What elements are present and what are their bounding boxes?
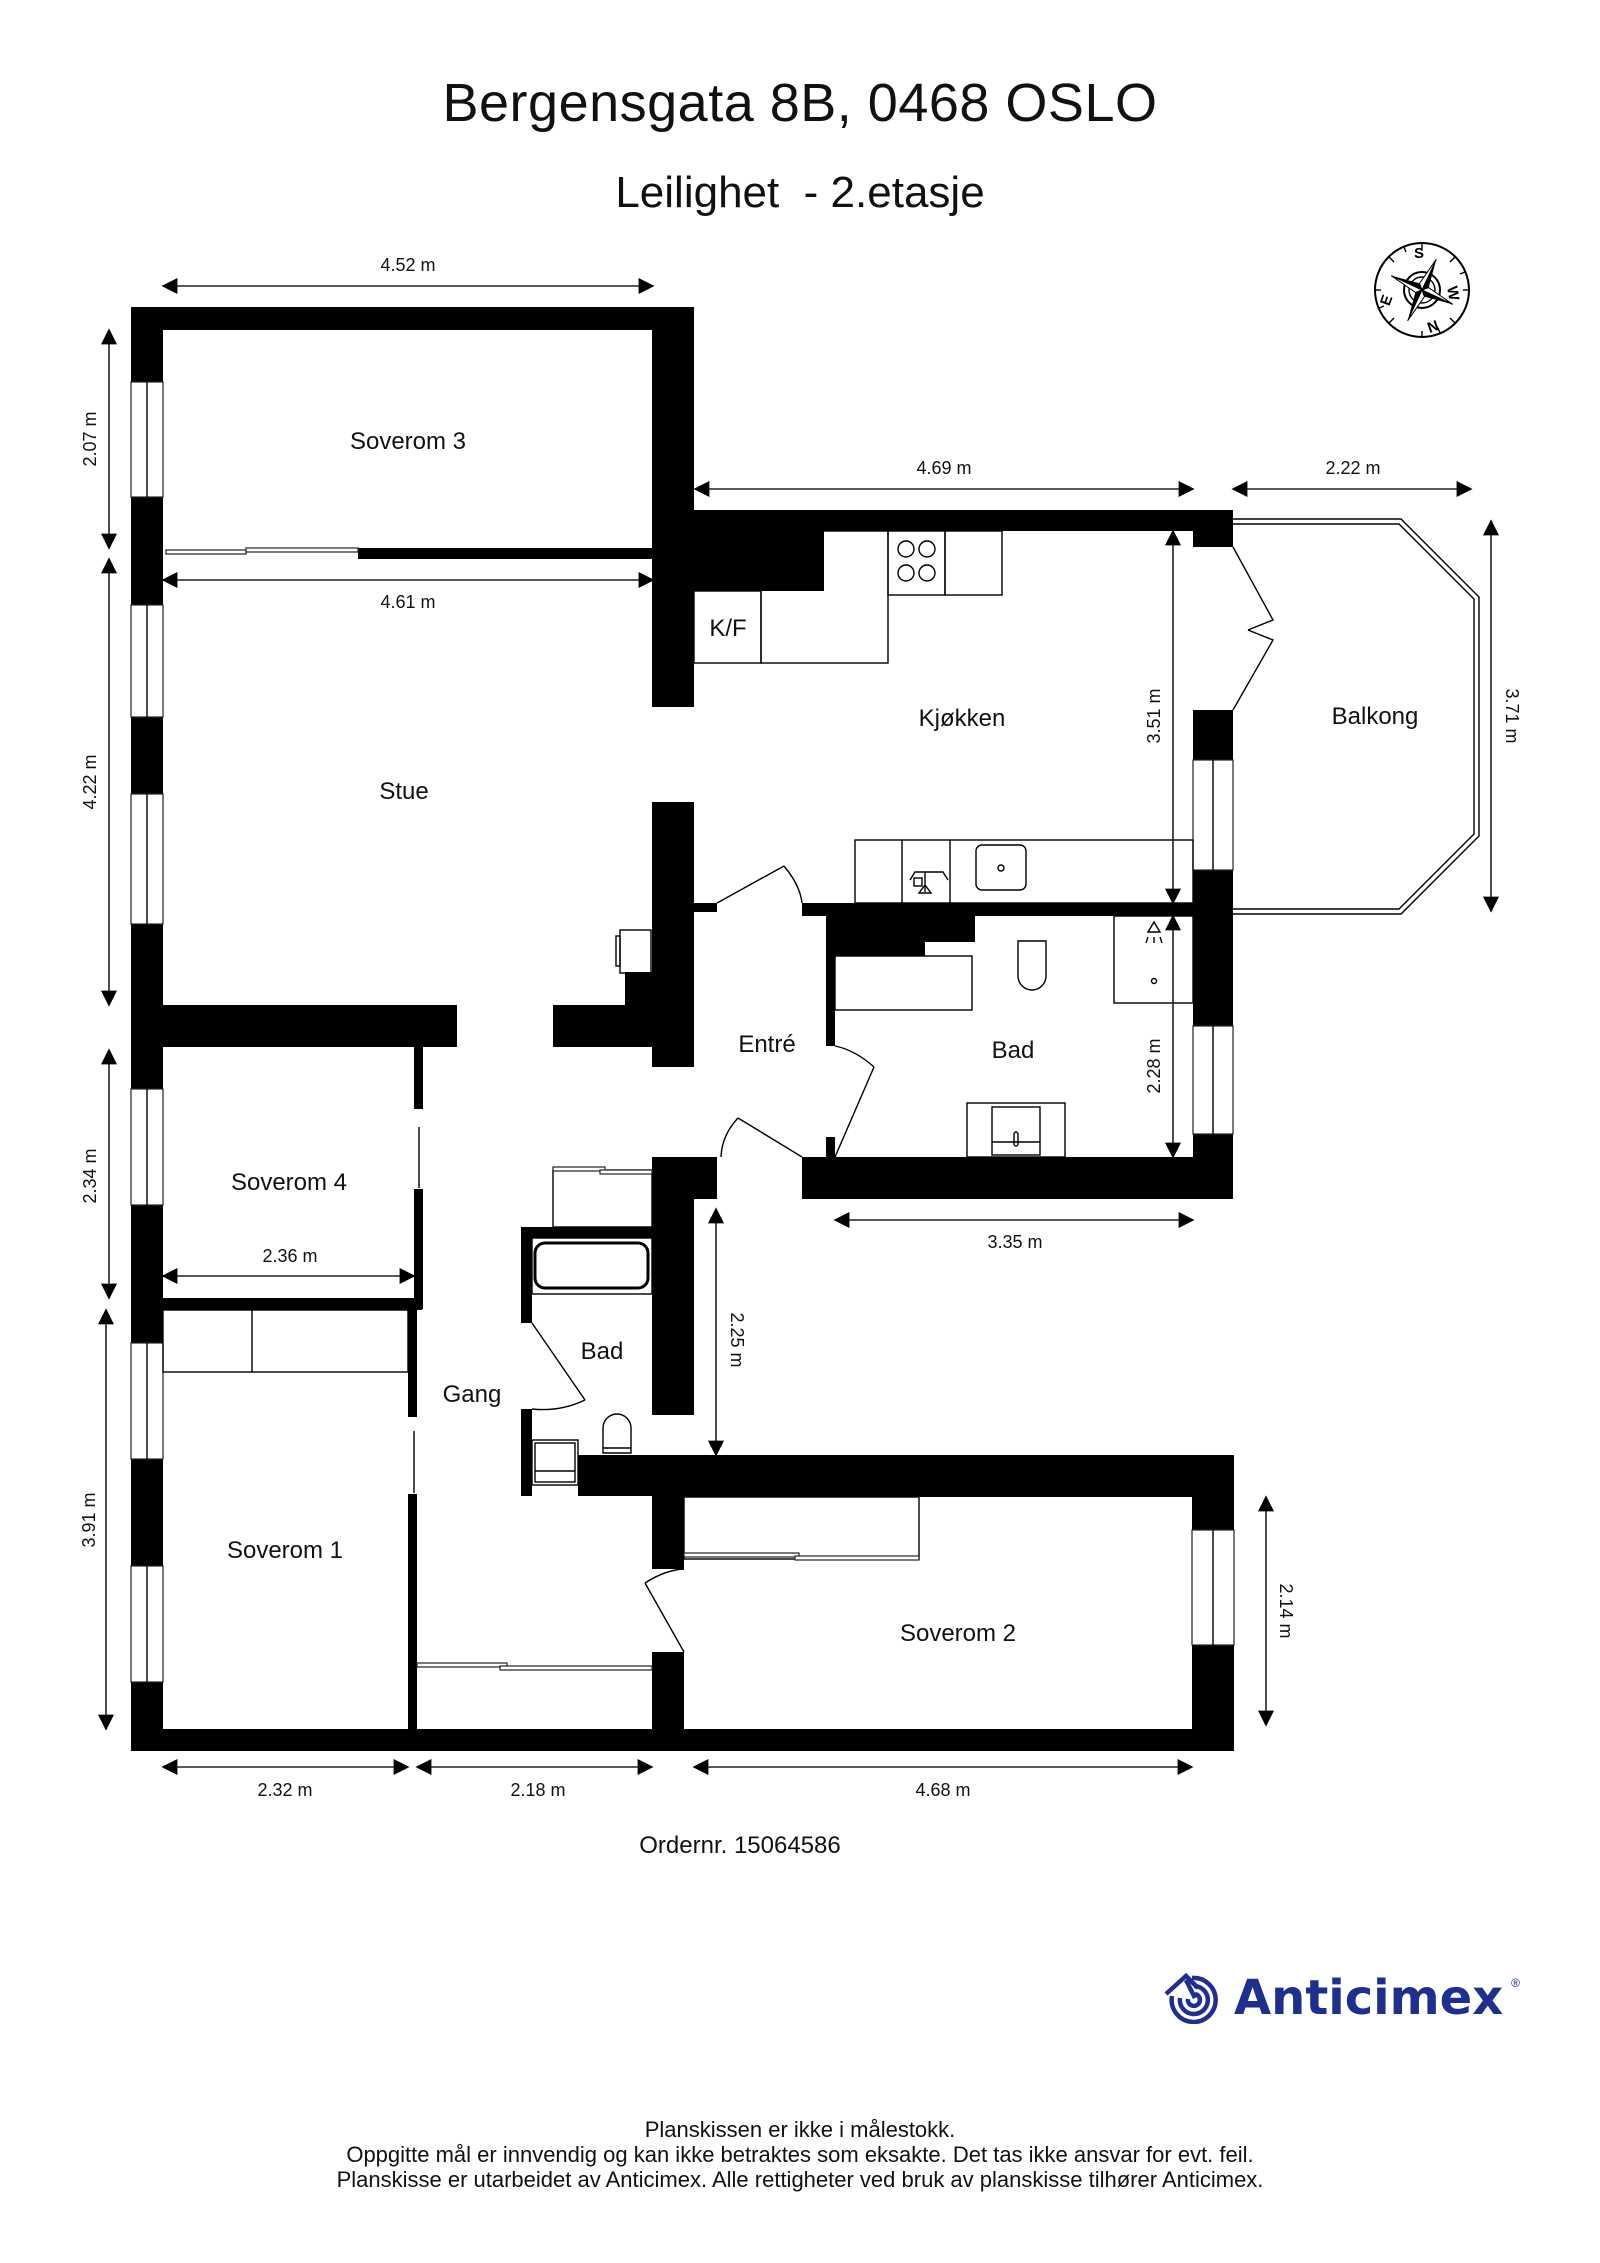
bathtub-icon	[533, 1241, 650, 1290]
dim-soverom3-height: 2.07 m	[80, 411, 100, 466]
room-soverom-4: Soverom 4	[231, 1169, 347, 1196]
room-entre: Entré	[738, 1031, 795, 1058]
dim-kjokken-width: 4.69 m	[916, 458, 971, 478]
room-kjokken: Kjøkken	[919, 705, 1006, 732]
disclaimer-line-1: Planskissen er ikke i målestokk.	[644, 2117, 956, 2142]
registered-mark: ®	[1511, 1976, 1520, 1990]
dim-gang-width: 2.18 m	[510, 1780, 565, 1800]
brand-name: Anticimex	[1234, 1970, 1504, 2026]
room-stue: Stue	[379, 778, 428, 805]
room-bad-main: Bad	[992, 1037, 1035, 1064]
room-soverom-1: Soverom 1	[227, 1537, 343, 1564]
anticimex-logo-icon	[1164, 1972, 1218, 2024]
balcony-railing	[1233, 518, 1480, 915]
order-number: Ordernr. 15064586	[639, 1832, 841, 1859]
compass-label-w: W	[1443, 285, 1462, 303]
fixtures	[162, 530, 1194, 1486]
disclaimer: Planskissen er ikke i målestokk. Oppgitt…	[0, 2117, 1600, 2192]
dim-soverom4-width: 2.36 m	[262, 1246, 317, 1266]
toilet-icon	[1017, 940, 1047, 991]
dim-kjokken-height: 3.51 m	[1144, 688, 1164, 743]
dim-stue-height: 4.22 m	[80, 754, 100, 809]
dimension-labels: 4.52 m 2.07 m 4.61 m 4.22 m 4.69 m 2.22 …	[79, 255, 1522, 1800]
room-labels: Soverom 3 Stue K/F Kjøkken Balkong Entré…	[227, 428, 1418, 1647]
compass-label-s: S	[1414, 245, 1424, 262]
room-gang: Gang	[443, 1381, 502, 1408]
dim-soverom2-width: 4.68 m	[915, 1780, 970, 1800]
dishwasher-icon	[909, 871, 949, 894]
dim-soverom1-height: 3.91 m	[79, 1492, 99, 1547]
stove-icon	[887, 530, 946, 596]
dim-balkong-height: 3.71 m	[1502, 688, 1522, 743]
anticimex-logo: Anticimex ®	[1162, 1970, 1520, 2026]
room-soverom-3: Soverom 3	[350, 428, 466, 455]
compass-rose-icon: S W N E	[1374, 242, 1470, 338]
address-title: Bergensgata 8B, 0468 OSLO	[442, 73, 1158, 133]
shower-icon	[1113, 915, 1194, 1004]
dim-balkong-width: 2.22 m	[1325, 458, 1380, 478]
washbasin-icon	[991, 1106, 1041, 1156]
doors	[165, 546, 1275, 1671]
disclaimer-line-2: Oppgitte mål er innvendig og kan ikke be…	[346, 2142, 1254, 2167]
sink-icon	[975, 844, 1027, 891]
compass-label-n: N	[1425, 317, 1441, 337]
dimension-lines	[98, 278, 1499, 1775]
unit-subtitle: Leilighet - 2.etasje	[615, 168, 985, 217]
room-soverom-2: Soverom 2	[900, 1620, 1016, 1647]
dim-entre-height: 2.25 m	[727, 1312, 747, 1367]
room-balkong: Balkong	[1332, 703, 1419, 730]
dim-bad-width: 3.35 m	[987, 1232, 1042, 1252]
windows	[130, 381, 1235, 1683]
dim-soverom2-height: 2.14 m	[1276, 1583, 1296, 1638]
dim-bad-height: 2.28 m	[1144, 1038, 1164, 1093]
dim-soverom4-height: 2.34 m	[80, 1148, 100, 1203]
room-kf: K/F	[709, 615, 746, 642]
toilet-icon	[602, 1413, 632, 1454]
dim-soverom1-width: 2.32 m	[257, 1780, 312, 1800]
room-bad-small: Bad	[581, 1338, 624, 1365]
compass-label-e: E	[1377, 293, 1396, 308]
walls	[131, 307, 1234, 1751]
dim-stue-width: 4.61 m	[380, 592, 435, 612]
disclaimer-line-3: Planskisse er utarbeidet av Anticimex. A…	[336, 2167, 1264, 2192]
dim-soverom3-width: 4.52 m	[380, 255, 435, 275]
